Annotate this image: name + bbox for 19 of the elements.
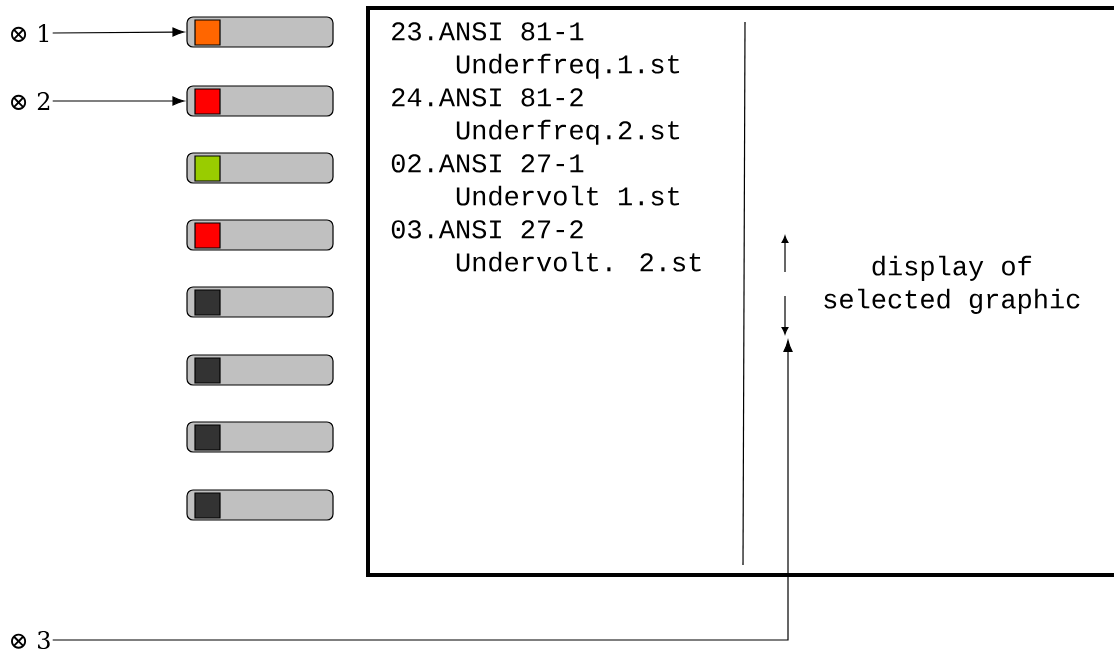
- arrow: [52, 27, 185, 37]
- button: [186, 219, 334, 251]
- button: [186, 421, 334, 453]
- button: [186, 489, 334, 521]
- button: [186, 152, 334, 184]
- arrow: [52, 96, 185, 106]
- button: [186, 286, 334, 318]
- callout-number: ⊗ 1: [11, 24, 49, 42]
- list-entry: 23.ANSI 81-1 Underfreq.1.st: [392, 22, 679, 79]
- callout-number: ⊗ 2: [11, 92, 50, 110]
- display-label: display of selected graphic: [824, 255, 1080, 314]
- arrow: [52, 340, 793, 641]
- button: [186, 85, 334, 117]
- list-entry: 03.ANSI 27-2 Undervolt. 2.st: [391, 220, 701, 272]
- list-entry: 24.ANSI 81-2 Underfreq.2.st: [392, 88, 679, 145]
- button: [186, 16, 334, 48]
- list-entry: 02.ANSI 27-1 Undervolt 1.st: [391, 154, 679, 206]
- callout-number: ⊗ 3: [11, 630, 50, 650]
- button: [186, 354, 334, 386]
